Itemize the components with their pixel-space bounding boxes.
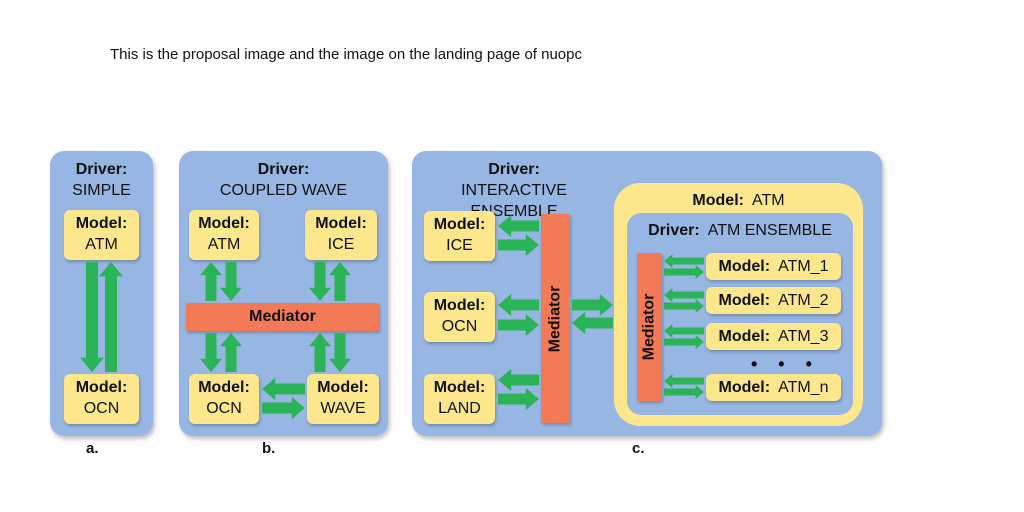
model-name: ATM_3 xyxy=(778,328,829,345)
label-a: a. xyxy=(86,440,99,457)
arrow-atm-to-mediator xyxy=(220,262,242,301)
arrow-mediator-to-wave xyxy=(329,333,351,372)
model-land-box: Model: LAND xyxy=(424,374,495,424)
model-key: Model: xyxy=(75,215,128,232)
panel-a-title: Driver: SIMPLE xyxy=(50,159,153,201)
arrow-mediator-to-land xyxy=(498,369,539,391)
model-name: ICE xyxy=(327,236,355,253)
arrow-ocn-to-wave xyxy=(262,397,305,419)
arrow-atm-to-ocn xyxy=(80,262,104,372)
arrow-member-to-mediator xyxy=(664,374,704,388)
ensemble-member-box: Model: ATM_n xyxy=(706,374,841,401)
model-key: Model: xyxy=(433,297,486,314)
mediator-label: Mediator xyxy=(249,308,316,325)
panel-c-title: Driver: INTERACTIVE ENSEMBLE xyxy=(416,159,612,222)
arrow-wave-to-mediator xyxy=(309,333,331,372)
model-name: ATM_1 xyxy=(778,258,829,275)
arrow-mediator-to-member xyxy=(664,299,704,313)
arrow-member-to-mediator xyxy=(664,288,704,302)
arrow-mediator-to-member xyxy=(664,385,704,399)
atm-model-title: Model: ATM xyxy=(614,190,863,211)
model-name: OCN xyxy=(206,400,242,417)
arrow-mediator-to-ocn xyxy=(498,294,539,316)
arrow-mediator-to-atm xyxy=(200,262,222,301)
arrow-land-to-mediator xyxy=(498,388,539,410)
model-ocn-box: Model: OCN xyxy=(64,374,139,424)
label-b: b. xyxy=(262,440,276,457)
label-c: c. xyxy=(632,440,645,457)
arrow-mediator-to-member xyxy=(664,335,704,349)
mediator-bar: Mediator xyxy=(541,214,570,423)
model-name: ATM xyxy=(207,236,241,253)
model-key: Model: xyxy=(315,215,367,232)
model-key: Model: xyxy=(198,379,250,396)
driver-key: Driver: xyxy=(488,161,540,178)
model-ice-box: Model: ICE xyxy=(424,211,495,261)
arrow-ocn-to-atm xyxy=(99,262,123,372)
ensemble-member-box: Model: ATM_2 xyxy=(706,287,841,314)
model-key: Model: xyxy=(317,379,369,396)
model-key: Model: xyxy=(718,258,771,275)
model-ocn-box: Model: OCN xyxy=(189,374,259,424)
arrow-member-to-mediator xyxy=(664,254,704,268)
ensemble-ellipsis: • • • xyxy=(751,354,820,374)
model-name: ATM_2 xyxy=(778,292,829,309)
arrow-mediator-to-member xyxy=(664,265,704,279)
model-key: Model: xyxy=(198,215,250,232)
model-atm-box: Model: ATM xyxy=(64,210,139,260)
ensemble-member-box: Model: ATM_3 xyxy=(706,323,841,350)
model-ice-box: Model: ICE xyxy=(305,210,377,260)
atm-ensemble-title: Driver: ATM ENSEMBLE xyxy=(627,220,853,241)
driver-name: SIMPLE xyxy=(72,182,131,199)
arrow-mediator-to-atm xyxy=(572,294,613,316)
model-key: Model: xyxy=(718,379,771,396)
arrow-mediator-to-ice xyxy=(329,262,351,301)
model-atm-box: Model: ATM xyxy=(189,210,259,260)
model-wave-box: Model: WAVE xyxy=(307,374,379,424)
model-name: OCN xyxy=(441,318,478,335)
arrow-ice-to-mediator xyxy=(498,234,539,256)
arrow-mediator-to-ice xyxy=(498,215,539,237)
driver-key: Driver: xyxy=(75,161,128,178)
ensemble-mediator-bar: Mediator xyxy=(637,253,662,401)
model-key: Model: xyxy=(433,379,486,396)
model-key: Model: xyxy=(718,292,771,309)
arrow-wave-to-ocn xyxy=(262,378,305,400)
model-name: ICE xyxy=(446,237,473,254)
model-name: WAVE xyxy=(320,400,366,417)
driver-key: Driver: xyxy=(648,222,700,239)
model-name: ATM_n xyxy=(778,379,829,396)
model-name: ATM xyxy=(751,192,785,209)
arrow-member-to-mediator xyxy=(664,324,704,338)
model-key: Model: xyxy=(718,328,771,345)
panel-b-title: Driver: COUPLED WAVE xyxy=(179,159,388,201)
arrow-atm-to-mediator xyxy=(572,312,613,334)
ensemble-member-box: Model: ATM_1 xyxy=(706,253,841,280)
driver-name: ATM ENSEMBLE xyxy=(707,222,832,239)
model-ocn-box: Model: OCN xyxy=(424,292,495,342)
model-key: Model: xyxy=(692,192,744,209)
model-name: ATM xyxy=(85,236,118,253)
arrow-mediator-to-ocn xyxy=(200,333,222,372)
arrow-ice-to-mediator xyxy=(309,262,331,301)
driver-key: Driver: xyxy=(257,161,310,178)
model-name: LAND xyxy=(438,400,481,417)
arrow-ocn-to-mediator xyxy=(498,314,539,336)
model-key: Model: xyxy=(75,379,128,396)
model-key: Model: xyxy=(433,216,486,233)
arrow-ocn-to-mediator xyxy=(220,333,242,372)
driver-name: COUPLED WAVE xyxy=(219,182,348,199)
model-name: OCN xyxy=(83,400,120,417)
caption: This is the proposal image and the image… xyxy=(110,46,582,63)
arrow-layer xyxy=(80,215,704,419)
mediator-bar: Mediator xyxy=(186,303,379,331)
